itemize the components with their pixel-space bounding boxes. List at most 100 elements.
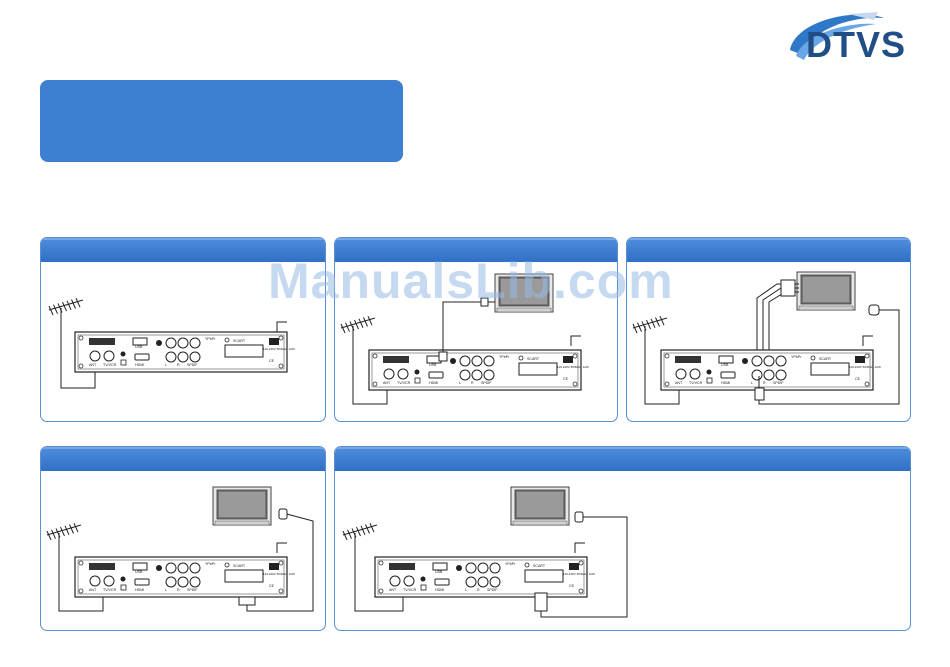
panel-header: [335, 238, 617, 262]
panel-header: [627, 238, 910, 262]
port-label: SCART: [819, 357, 832, 361]
port-label: R: [763, 381, 766, 385]
scart-port: [224, 344, 264, 358]
port-label: SCART: [233, 564, 246, 568]
rca-jack: [775, 369, 787, 381]
antenna-icon: [342, 522, 378, 547]
television-icon: [494, 273, 554, 313]
rca-jack: [483, 369, 495, 381]
rca-jack: [177, 562, 189, 574]
usb-port: [432, 562, 448, 571]
port-label: L: [751, 381, 753, 385]
port-label: CE: [855, 377, 861, 381]
scart-port: [524, 569, 564, 583]
port-label: R: [177, 363, 180, 367]
hdmi-port: [134, 353, 150, 361]
power-label: 110-240V 50/60Hz 12W: [563, 572, 595, 576]
port-label: SCART: [233, 339, 246, 343]
power-label: 110-240V 50/60Hz 12W: [263, 572, 295, 576]
port-label: TV/VCR: [689, 381, 703, 385]
rca-jack: [465, 576, 477, 588]
port-label: SPDIF: [481, 381, 492, 385]
port-label: CE: [269, 359, 275, 363]
power-socket: [569, 563, 579, 570]
logo-swoosh-icon: [790, 12, 884, 60]
port-label: YPbPr: [505, 562, 516, 566]
port-label: SPDIF: [487, 588, 498, 592]
port-label: TV/VCR: [103, 588, 117, 592]
scart-port: [518, 362, 558, 376]
ant-socket: [89, 575, 101, 587]
rca-jack: [489, 576, 501, 588]
rca-jack: [189, 351, 201, 363]
port-label: ANT: [89, 588, 97, 592]
panel-header: [41, 238, 325, 262]
rca-jack: [177, 576, 189, 588]
rca-jack: [471, 369, 483, 381]
port-label: TV/VCR: [403, 588, 417, 592]
port-label: HDMI: [721, 381, 730, 385]
port-label: USB: [135, 570, 143, 574]
power-socket: [563, 356, 573, 363]
rca-jack: [459, 369, 471, 381]
television-icon: [796, 271, 856, 311]
panel-header: [41, 447, 325, 471]
hdmi-port: [134, 578, 150, 586]
port-label: YPbPr: [205, 562, 216, 566]
port-label: SPDIF: [187, 363, 198, 367]
television-icon: [510, 486, 570, 526]
watermark: ManualsLib.com: [268, 253, 674, 309]
rca-jack: [483, 355, 495, 367]
port-label: ANT: [389, 588, 397, 592]
dtvs-logo: DTVS: [786, 10, 914, 68]
port-label: L: [165, 588, 167, 592]
tv-socket: [103, 575, 115, 587]
tv-socket: [403, 575, 415, 587]
rca-jack: [177, 351, 189, 363]
port-label: L: [465, 588, 467, 592]
section-title-box: [40, 80, 403, 162]
port-label: R: [477, 588, 480, 592]
rca-jack: [775, 355, 787, 367]
rca-jack: [751, 369, 763, 381]
port-label: YPbPr: [499, 355, 510, 359]
antenna-icon: [340, 315, 376, 340]
antenna-icon: [46, 522, 82, 547]
tv-socket: [689, 368, 701, 380]
port-label: L: [165, 363, 167, 367]
rca-jack: [165, 337, 177, 349]
port-label: ANT: [89, 363, 97, 367]
port-label: HDMI: [135, 588, 144, 592]
port-label: CE: [269, 584, 275, 588]
rca-jack: [477, 576, 489, 588]
hdmi-port: [428, 371, 444, 379]
power-label: 110-240V 50/60Hz 12W: [849, 365, 881, 369]
rca-jack: [763, 369, 775, 381]
rca-jack: [471, 355, 483, 367]
port-label: USB: [721, 363, 729, 367]
port-label: USB: [429, 363, 437, 367]
antenna-icon: [48, 297, 84, 322]
antenna-icon: [632, 315, 668, 340]
port-label: TV/VCR: [397, 381, 411, 385]
port-label: HDMI: [435, 588, 444, 592]
port-label: TV/VCR: [103, 363, 117, 367]
port-label: L: [459, 381, 461, 385]
port-label: CE: [563, 377, 569, 381]
ant-socket: [675, 368, 687, 380]
rca-jack: [189, 337, 201, 349]
ant-socket: [383, 368, 395, 380]
cables: [60, 321, 287, 389]
rca-jack: [459, 355, 471, 367]
cables: [354, 511, 628, 618]
